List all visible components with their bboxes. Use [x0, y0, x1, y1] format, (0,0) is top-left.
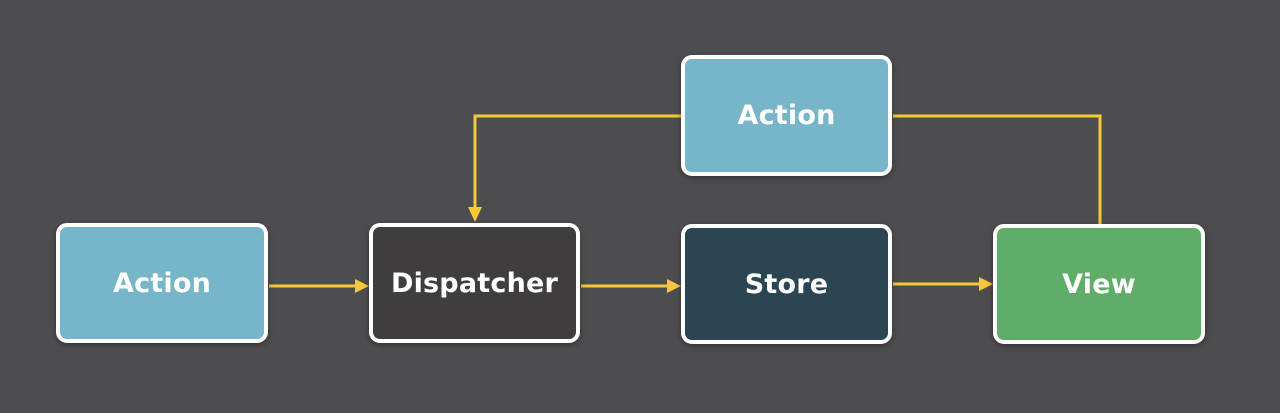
view-node-label: View	[1062, 268, 1136, 300]
arrow-action-to-dispatcher-feedback	[473, 114, 681, 208]
store-node: Store	[681, 224, 892, 344]
feedback-action-node-label: Action	[737, 100, 836, 131]
feedback-action-node: Action	[681, 55, 892, 176]
arrowhead-dispatcher-icon	[355, 279, 369, 293]
arrowhead-dispatcher-top-icon	[468, 207, 482, 222]
connector-view-to-action	[893, 114, 1102, 224]
action-node: Action	[56, 223, 268, 343]
view-node: View	[993, 224, 1205, 344]
dispatcher-node: Dispatcher	[369, 223, 580, 343]
arrowhead-store-icon	[667, 279, 681, 293]
arrowhead-view-icon	[979, 277, 993, 291]
dispatcher-node-label: Dispatcher	[390, 267, 559, 299]
store-node-label: Store	[744, 268, 829, 300]
action-node-label: Action	[112, 267, 212, 299]
